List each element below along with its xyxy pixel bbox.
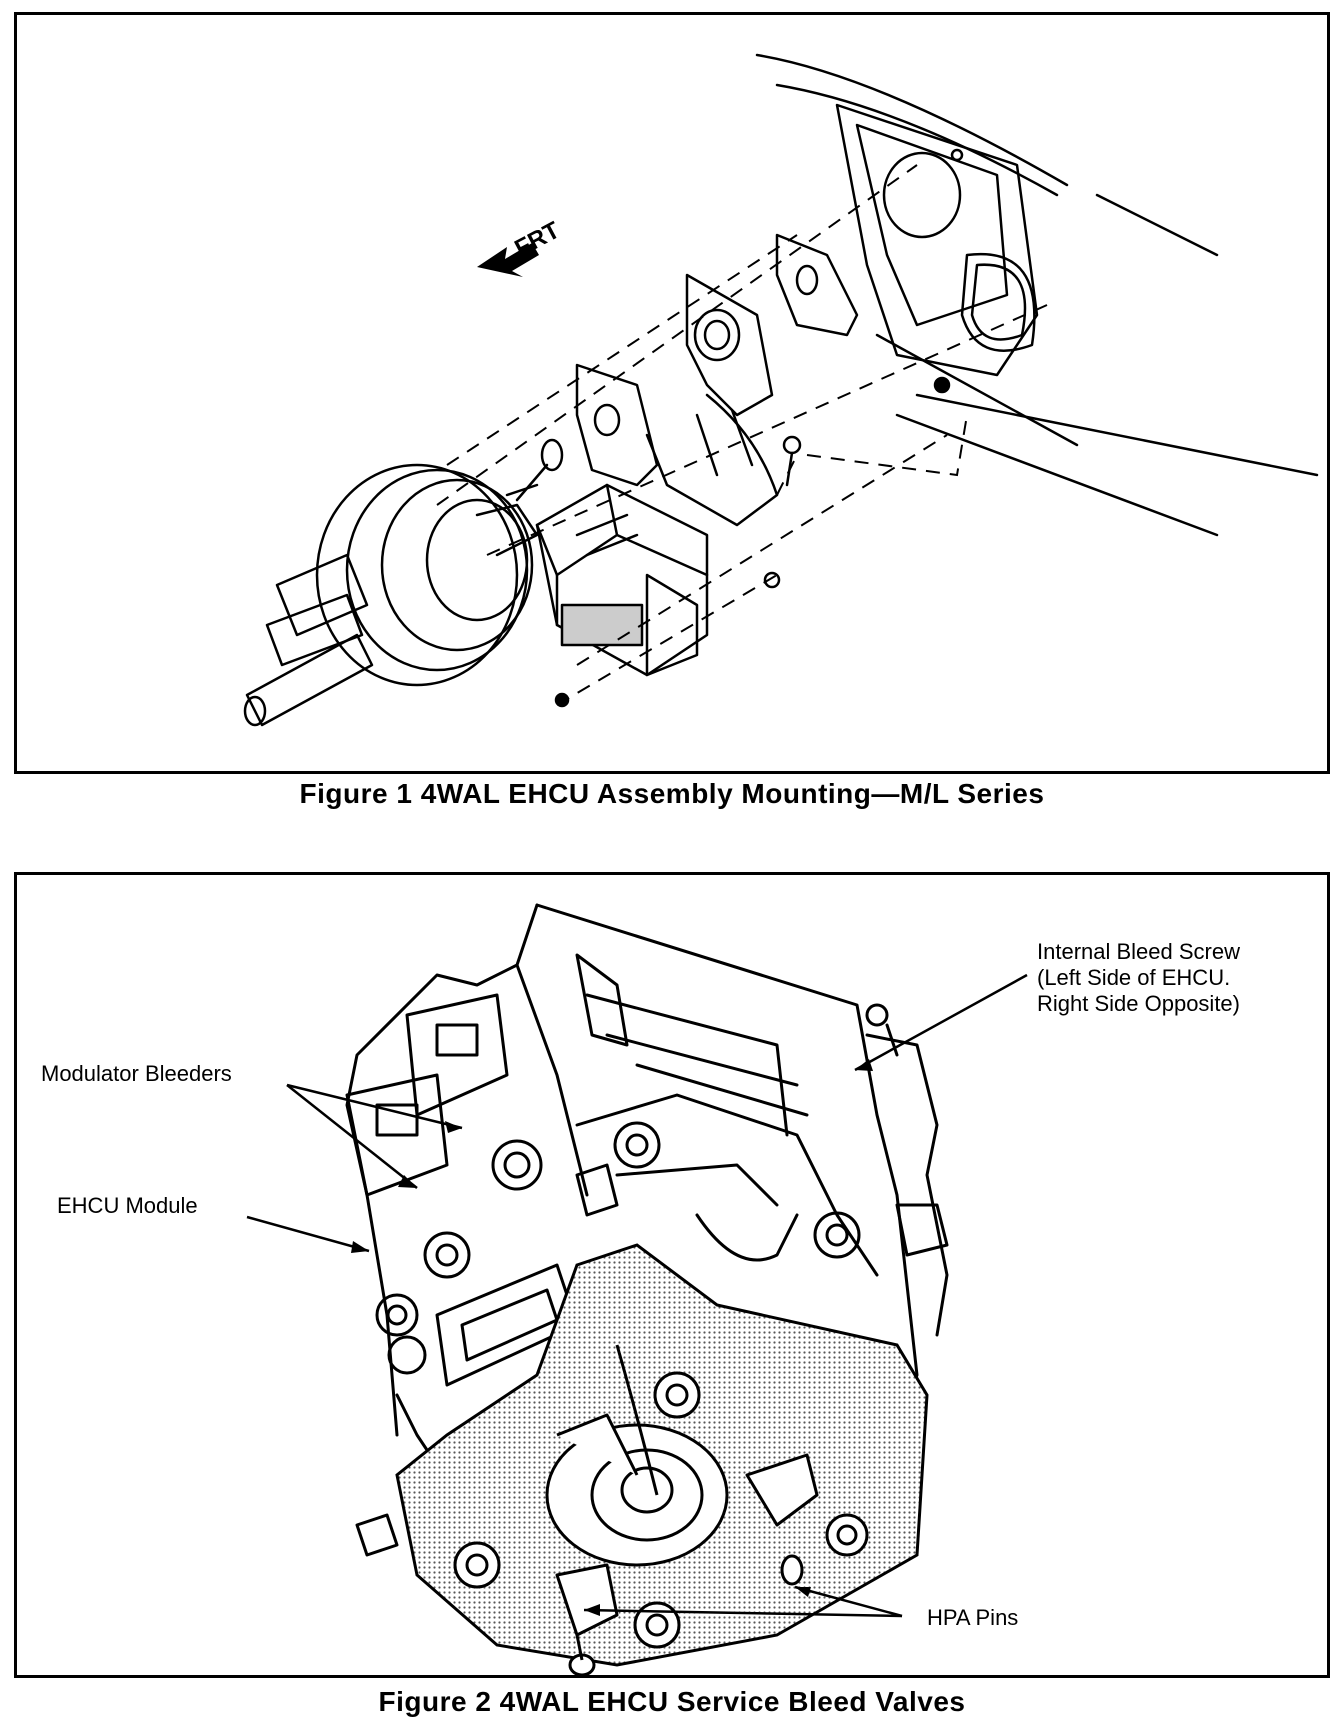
- internal-bleed-screw-line-1: Internal Bleed Screw: [1037, 939, 1240, 964]
- internal-bleed-screw-line-2: (Left Side of EHCU.: [1037, 965, 1231, 990]
- front-arrow-icon: [477, 243, 539, 277]
- modulator-fittings: [453, 1344, 869, 1675]
- mounting-plate-front: [575, 363, 659, 487]
- figure-1-panel: FRT: [14, 12, 1330, 774]
- mounting-plate-rear: [775, 233, 859, 337]
- figure-2-illustration: [246, 903, 1028, 1675]
- master-cylinder: [243, 553, 374, 727]
- figure-1-caption: Figure 1 4WAL EHCU Assembly Mounting—M/L…: [299, 778, 1045, 809]
- callout-arrowheads: [351, 1059, 873, 1616]
- figure-1-illustration: [243, 53, 1319, 727]
- modulator-bleeders-label: Modulator Bleeders: [41, 1061, 232, 1086]
- firewall-panel: [755, 53, 1319, 537]
- ehcu-module-label: EHCU Module: [57, 1193, 198, 1218]
- hpa-pins-label: HPA Pins: [927, 1605, 1019, 1630]
- ehcu-module: [535, 483, 709, 677]
- internal-bleed-screw-label: Internal Bleed Screw (Left Side of EHCU.…: [1037, 939, 1240, 1017]
- internal-bleed-screw-line-3: Right Side Opposite): [1037, 991, 1240, 1016]
- brake-booster: [315, 438, 564, 687]
- figure-2-panel: Internal Bleed Screw (Left Side of EHCU.…: [14, 872, 1330, 1678]
- bracket: [645, 273, 779, 527]
- callout-leaders: [246, 973, 1028, 1618]
- figure-2-caption: Figure 2 4WAL EHCU Service Bleed Valves: [378, 1686, 966, 1717]
- assembly-guide-lines: [436, 164, 1048, 706]
